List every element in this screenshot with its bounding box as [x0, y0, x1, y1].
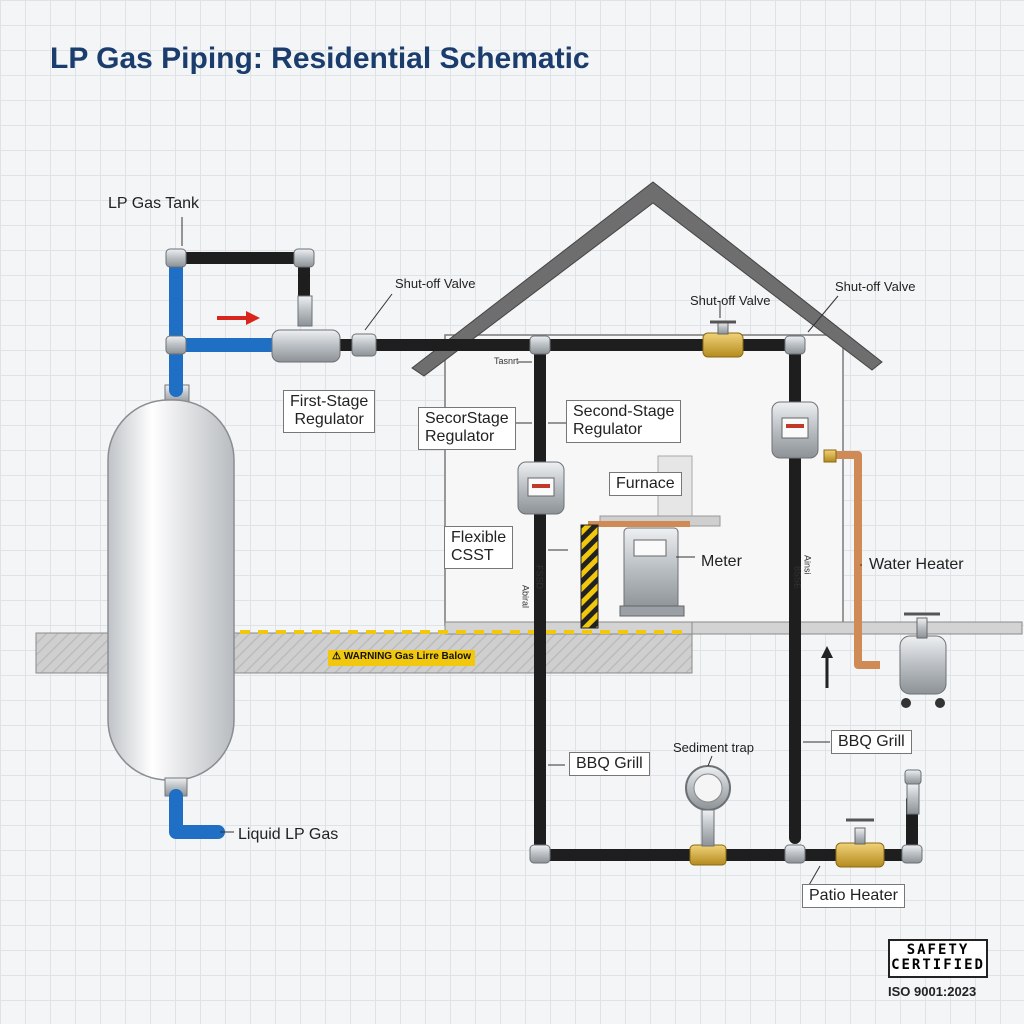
valve-icon [702, 320, 744, 358]
label-bbq-grill-right: BBQ Grill [831, 730, 912, 755]
safety-certified-badge: SAFETY CERTIFIED [888, 939, 988, 978]
flow-arrow-icon [217, 311, 260, 325]
meter-icon [771, 401, 819, 459]
label-shutoff-valve-2: Shut-off Valve [690, 293, 771, 308]
label-shutoff-valve-3: Shut-off Valve [835, 279, 916, 294]
pipe-fittings [165, 248, 923, 864]
label-tee: Tasnrt [494, 356, 519, 366]
label-sediment-trap: Sediment trap [673, 740, 754, 755]
tank-icon [107, 384, 235, 797]
regulator-icon [271, 295, 377, 363]
label-first-stage-regulator: First-Stage Regulator [283, 390, 376, 433]
page-title: LP Gas Piping: Residential Schematic [50, 42, 590, 75]
warning-icon: ⚠ [332, 651, 344, 662]
furnace-icon [588, 455, 721, 617]
label-furnace: Furnace [609, 472, 682, 497]
warning-text: WARNING Gas Lirre Balow [343, 651, 471, 662]
meter-icon [517, 461, 565, 515]
valve-icon [689, 844, 727, 866]
label-meter: Meter [701, 553, 742, 570]
label-shutoff-valve-1: Shut-off Valve [395, 276, 476, 291]
label-lp-gas-tank: LP Gas Tank [108, 195, 200, 212]
sediment-trap-icon [685, 765, 731, 847]
label-flexible-csst: Flexible CSST [444, 526, 514, 569]
badge-line-1: SAFETY [906, 942, 970, 958]
label-liquid-lp-gas: Liquid LP Gas [238, 826, 339, 843]
iso-standard-label: ISO 9001:2023 [888, 984, 977, 999]
label-water-heater: Water Heater [869, 556, 964, 573]
warning-gas-line-below: ⚠ WARNING Gas Lirre Balow [328, 650, 475, 666]
label-patio-heater: Patio Heater [802, 884, 905, 909]
label-second-stage-regulator-right: Second-Stage Regulator [566, 400, 682, 443]
label-second-stage-regulator-left: SecorStage Regulator [418, 407, 516, 450]
bbq-grill-icon [904, 769, 922, 815]
up-arrow-icon [821, 646, 833, 688]
pipe-marking-a: FSSD [534, 565, 545, 590]
pipe-marking-b: Abiral [520, 585, 531, 609]
liquid-pipes [169, 251, 287, 839]
valve-icon [835, 818, 885, 868]
label-bbq-grill-left: BBQ Grill [569, 752, 650, 777]
csst-caution-stripe [580, 524, 599, 629]
pipe-marking-c: Ainsi [802, 555, 813, 575]
water-heater-icon [823, 449, 947, 708]
badge-line-2: CERTIFIED [891, 957, 985, 974]
pipe-marking-d: 8SSE [792, 566, 803, 590]
